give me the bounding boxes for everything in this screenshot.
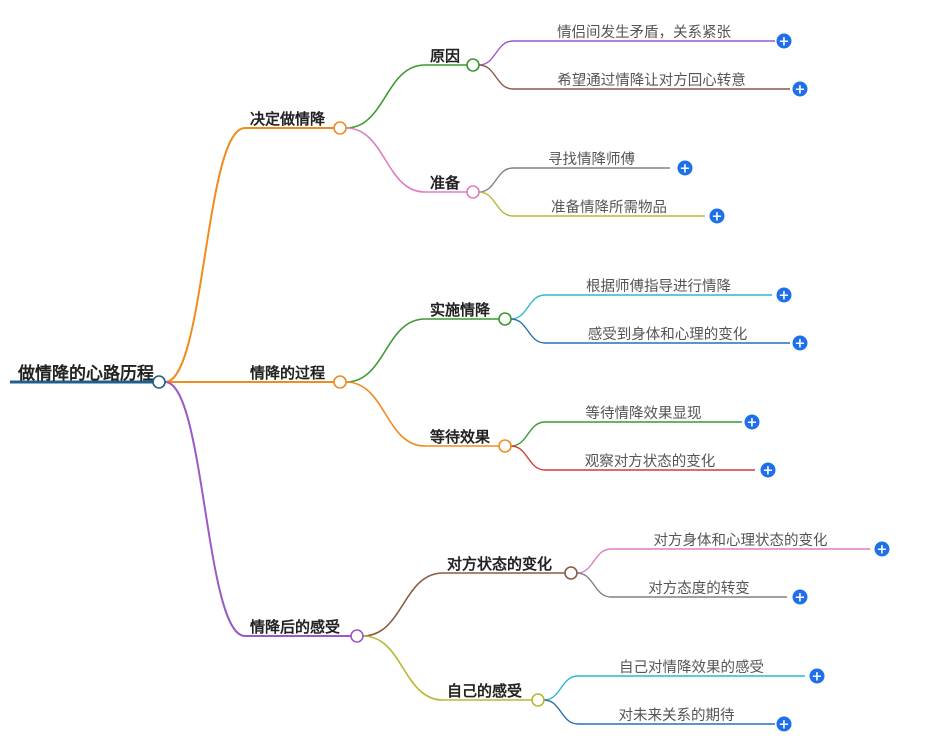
node-layer: 做情降的心路历程 决定做情降 原因 情侣间发生矛盾，关系紧张 + 希望通过情降让对方回心转… [17,24,890,733]
branch-topic: 情降的过程 [250,364,325,382]
subtopic: 准备 [430,174,461,192]
leaf-topic: 自己对情降效果的感受 [619,659,764,676]
expand-button[interactable]: + [760,462,776,479]
connector-layer [10,40,870,725]
subtopic: 实施情降 [430,301,491,319]
leaf-connector [510,445,546,471]
subtopic: 原因 [430,47,460,65]
leaf-topic: 对方身体和心理状态的变化 [654,532,828,549]
subtopic-connector [345,127,426,193]
branch-node-circle[interactable] [333,121,347,135]
subtopic-connector [362,635,444,701]
plus-icon [677,160,693,176]
plus-icon [744,414,760,430]
subtopic-node-circle[interactable] [466,58,480,72]
leaf-connector [478,191,514,217]
branch-node-circle[interactable] [350,629,364,643]
expand-button[interactable]: + [776,33,792,50]
subtopic-node-circle[interactable] [498,439,512,453]
leaf-topic: 感受到身体和心理的变化 [588,326,748,343]
plus-icon-glyph: + [680,162,691,177]
leaf-connector [478,64,514,90]
leaf-connector [510,294,546,320]
subtopic-connector [345,64,426,129]
plus-icon [792,589,808,605]
plus-icon [776,33,792,49]
root-node-circle[interactable] [152,375,166,389]
leaf-topic: 对未来关系的期待 [619,707,735,724]
subtopic: 对方状态的变化 [447,555,552,573]
plus-icon-glyph: + [779,718,790,733]
leaf-topic: 对方态度的转变 [648,580,750,597]
expand-button[interactable]: + [792,335,808,352]
subtopic-connector [362,572,444,637]
leaf-topic: 寻找情降师傅 [548,151,635,168]
expand-button[interactable]: + [776,716,792,733]
leaf-connector [478,40,514,66]
subtopic-connector [345,318,426,383]
leaf-topic: 准备情降所需物品 [551,199,667,216]
branch-connector [164,127,246,383]
plus-icon-glyph: + [779,35,790,50]
plus-icon [709,208,725,224]
plus-icon [792,81,808,97]
subtopic-node-circle[interactable] [466,185,480,199]
plus-icon [792,335,808,351]
root-topic: 做情降的心路历程 [17,363,154,384]
leaf-connector [510,318,546,344]
leaf-connector [576,548,612,574]
plus-icon [776,287,792,303]
leaf-topic: 等待情降效果显现 [586,404,702,422]
plus-icon [809,668,825,684]
subtopic-node-circle[interactable] [498,312,512,326]
expand-button[interactable]: + [776,287,792,304]
leaf-topic: 根据师傅指导进行情降 [586,278,731,295]
expand-button[interactable]: + [677,160,693,177]
branch-connector [164,381,246,637]
plus-icon [760,462,776,478]
leaf-connector [510,421,546,447]
expand-button[interactable]: + [792,81,808,98]
subtopic: 自己的感受 [447,682,522,700]
plus-icon-glyph: + [795,591,806,606]
expand-button[interactable]: + [792,589,808,606]
plus-icon-glyph: + [877,543,888,558]
subtopic: 等待效果 [430,428,491,446]
branch-topic: 决定做情降 [250,110,326,128]
subtopic-connector [345,381,426,447]
subtopic-node-circle[interactable] [531,693,545,707]
subtopic-node-circle[interactable] [564,566,578,580]
plus-icon-glyph: + [795,83,806,98]
expand-button[interactable]: + [744,414,760,431]
plus-icon [776,716,792,732]
leaf-connector [478,167,514,193]
leaf-connector [543,699,579,725]
plus-icon-glyph: + [747,416,758,431]
plus-icon-glyph: + [712,210,723,225]
branch-topic: 情降后的感受 [250,618,340,636]
leaf-connector [576,572,612,598]
leaf-topic: 观察对方状态的变化 [585,452,716,470]
leaf-topic: 情侣间发生矛盾，关系紧张 [557,24,731,41]
expand-button[interactable]: + [874,541,890,558]
expand-button[interactable]: + [709,208,725,225]
branch-node-circle[interactable] [333,375,347,389]
expand-button[interactable]: + [809,668,825,685]
leaf-connector [543,675,579,701]
plus-icon-glyph: + [763,464,774,479]
plus-icon-glyph: + [779,289,790,304]
plus-icon [874,541,890,557]
plus-icon-glyph: + [795,337,806,352]
leaf-topic: 希望通过情降让对方回心转意 [557,71,746,89]
plus-icon-glyph: + [812,670,823,685]
